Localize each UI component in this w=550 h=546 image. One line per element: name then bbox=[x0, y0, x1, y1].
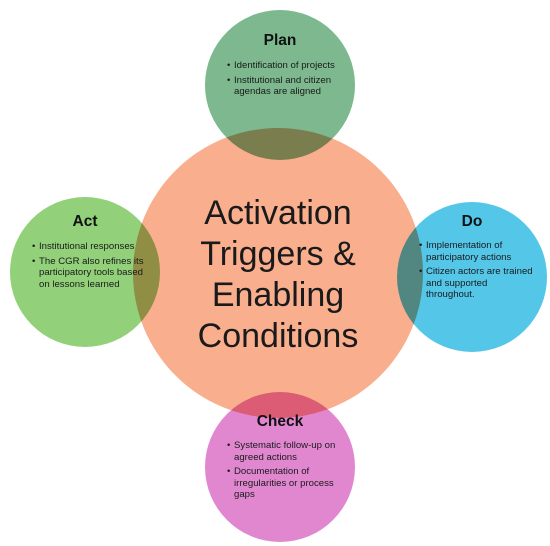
act-list: Institutional responses The CGR also ref… bbox=[32, 241, 150, 293]
check-list: Systematic follow-up on agreed actions D… bbox=[227, 440, 339, 504]
do-title: Do bbox=[461, 213, 483, 230]
do-list: Implementation of participatory actions … bbox=[419, 240, 537, 304]
check-item: Systematic follow-up on agreed actions bbox=[227, 440, 339, 463]
plan-item: Institutional and citizen agendas are al… bbox=[227, 75, 343, 98]
do-item: Citizen actors are trained and supported… bbox=[419, 266, 537, 301]
act-title: Act bbox=[72, 213, 98, 230]
act-item: Institutional responses bbox=[32, 241, 150, 253]
center-circle bbox=[133, 128, 423, 418]
center-line: Activation bbox=[204, 194, 352, 232]
plan-list: Identification of projects Institutional… bbox=[227, 60, 343, 101]
check-item: Documentation of irregularities or proce… bbox=[227, 466, 339, 501]
center-line: Triggers & bbox=[200, 235, 356, 273]
check-title: Check bbox=[256, 413, 304, 430]
do-item: Implementation of participatory actions bbox=[419, 240, 537, 263]
center-title: Activation Triggers & Enabling Condition… bbox=[163, 193, 393, 357]
act-item: The CGR also refines its participatory t… bbox=[32, 256, 150, 291]
plan-title: Plan bbox=[263, 32, 297, 49]
center-line: Enabling bbox=[211, 276, 345, 314]
plan-item: Identification of projects bbox=[227, 60, 343, 72]
center-line: Conditions bbox=[197, 317, 359, 355]
